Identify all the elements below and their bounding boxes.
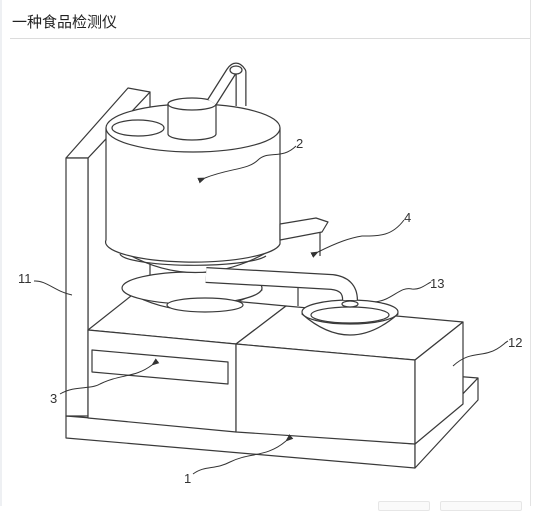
leader-board — [33, 280, 73, 296]
tank — [104, 97, 281, 274]
label-right-box: 12 — [508, 335, 522, 350]
tank-hole — [111, 119, 165, 137]
panel-left-edge — [0, 0, 2, 506]
leader-drawer — [59, 358, 160, 395]
dish-inner — [166, 297, 244, 313]
tank-lower-lip — [119, 253, 267, 266]
footer-button-right[interactable] — [440, 501, 522, 511]
footer-button-left[interactable] — [378, 501, 430, 511]
page-title: 一种食品检测仪 — [12, 13, 118, 31]
label-pipe: 4 — [404, 210, 411, 225]
label-tank: 2 — [296, 136, 303, 151]
lid-cylinder — [167, 103, 217, 141]
leader-bowl — [374, 281, 432, 303]
discharge-pipe — [205, 267, 359, 308]
leader-right-box — [452, 340, 509, 367]
label-bowl: 13 — [430, 276, 444, 291]
discharge-pipe-fill — [205, 268, 357, 301]
label-base: 1 — [184, 471, 191, 486]
label-drawer: 3 — [50, 391, 57, 406]
discharge-outlet — [341, 300, 359, 308]
drawer — [91, 349, 229, 385]
tank-body — [104, 127, 281, 263]
title-divider — [10, 38, 530, 39]
leader-pipe — [310, 219, 405, 258]
right-box-side — [414, 321, 464, 445]
bracket-arm — [279, 217, 329, 241]
lower-dish — [121, 271, 263, 313]
right-box-front — [235, 343, 416, 445]
top-pipe-joint — [229, 65, 243, 75]
panel-right-edge — [530, 0, 531, 506]
leader-tank — [197, 145, 297, 184]
leader-base — [192, 434, 294, 475]
label-board: 11 — [18, 271, 32, 286]
top-pipe — [207, 62, 247, 106]
board-front — [65, 157, 89, 417]
